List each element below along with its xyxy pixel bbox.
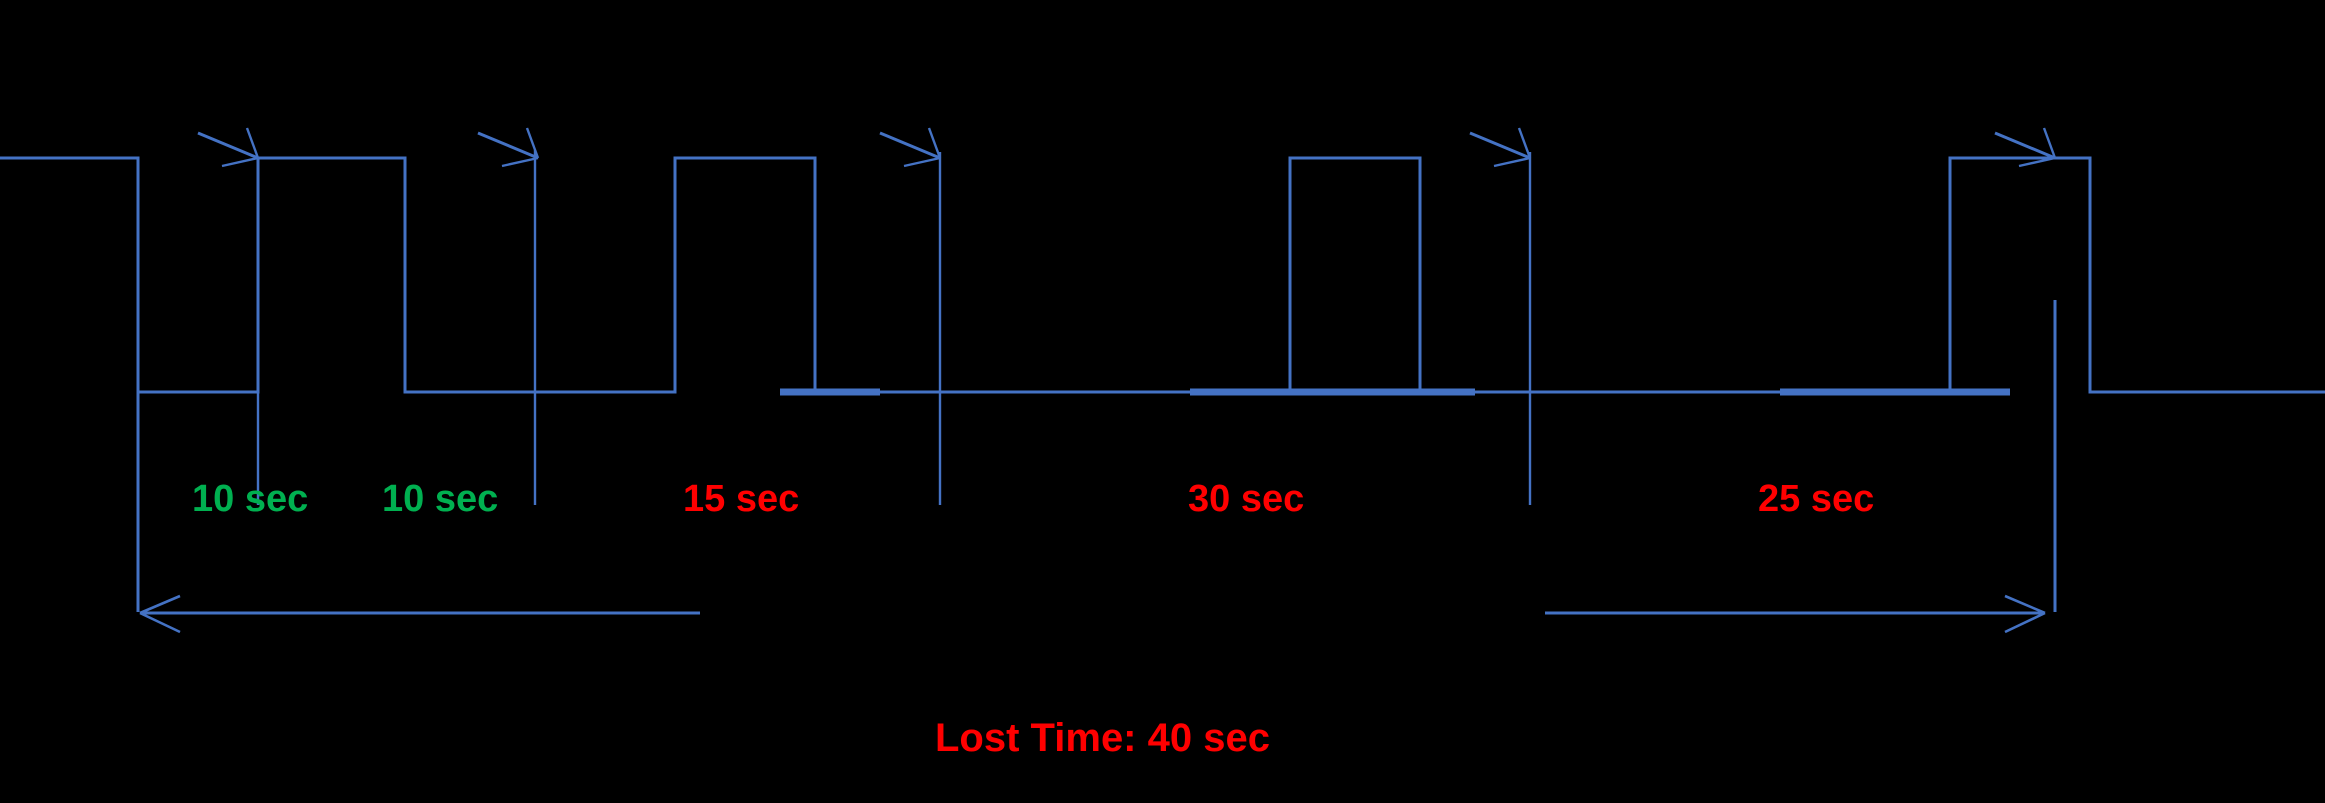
duration-label-3: 15 sec (683, 478, 800, 520)
span-arrow-right (1545, 594, 2046, 634)
lost-time-label: Lost Time: 40 sec (935, 716, 1270, 760)
rising-edge-callout-arrows (197, 127, 2057, 168)
rising-edge-arrow-3 (879, 127, 942, 168)
span-measure-arrows (139, 594, 2046, 634)
waveform-path-group (0, 156, 2325, 394)
duration-label-1: 10 sec (192, 478, 309, 520)
rising-edge-arrow-4 (1469, 127, 1532, 168)
rising-edge-arrow-2 (477, 127, 540, 168)
duration-label-5: 25 sec (1758, 478, 1875, 520)
edge-tick-lines-group (136, 150, 2057, 612)
signal-waveform-polyline (0, 156, 2325, 394)
rising-edge-arrow-1 (197, 127, 260, 168)
span-arrow-left (139, 594, 700, 634)
duration-label-4: 30 sec (1188, 478, 1305, 520)
rising-edge-arrow-5 (1994, 127, 2057, 168)
duration-label-2: 10 sec (382, 478, 499, 520)
